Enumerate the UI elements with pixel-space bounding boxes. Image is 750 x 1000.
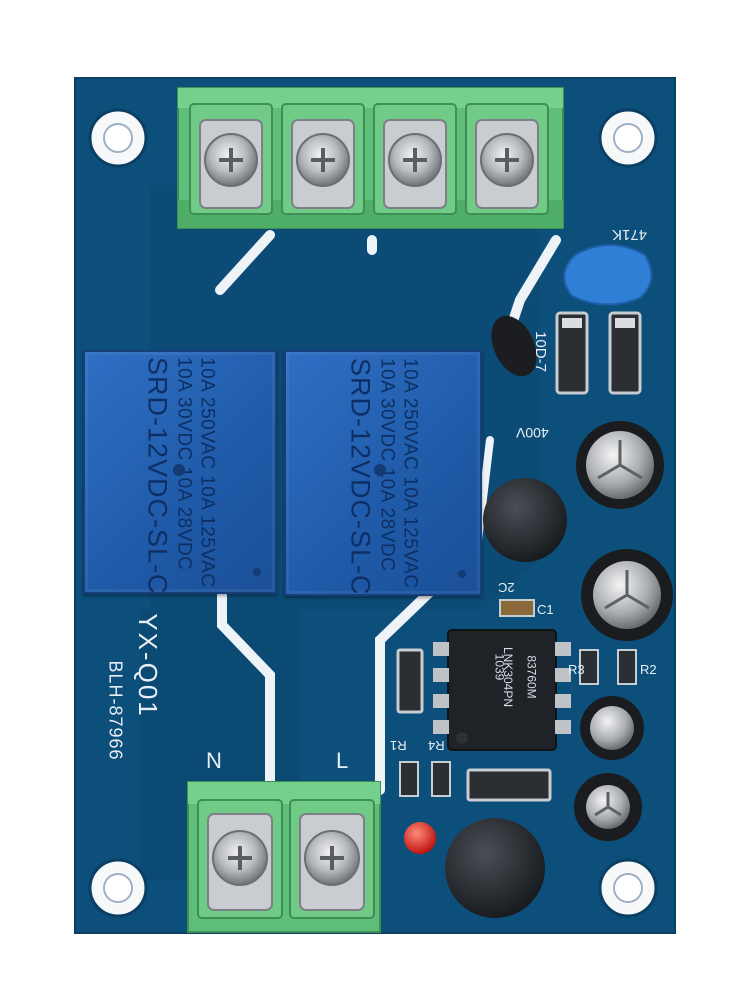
capacitor-small-2 — [574, 773, 642, 841]
inductor-1 — [483, 478, 567, 562]
relay-2-dot-small — [458, 570, 466, 578]
inductor-2 — [445, 818, 545, 918]
relay-2-rating-ac: 10A 250VAC 10A 125VAC — [399, 358, 421, 589]
relay-1-model: SRD-12VDC-SL-C — [142, 357, 173, 595]
terminal-block-bottom — [187, 781, 381, 933]
diode-label: 10D-7 — [531, 331, 549, 372]
r3-label: R3 — [568, 662, 585, 677]
r1-label: R1 — [390, 738, 407, 753]
mounting-hole-bottom-left — [88, 858, 148, 918]
ic-marking-3: 83760M — [524, 655, 539, 699]
smd-diode-left — [396, 648, 424, 714]
relay-2-model: SRD-12VDC-SL-C — [345, 358, 376, 596]
mounting-hole-top-left — [88, 108, 148, 168]
terminal-slot-l — [289, 799, 375, 919]
capacitor-large-1 — [576, 421, 664, 509]
thermistor — [491, 315, 537, 377]
relay-2-dot — [374, 464, 386, 476]
capacitor-small-1 — [580, 696, 644, 760]
relay-1-dot-small — [253, 568, 261, 576]
c2-label: 2C — [498, 580, 515, 595]
relay-1-rating-ac: 10A 250VAC 10A 125VAC — [196, 357, 218, 588]
terminal-block-top — [177, 87, 564, 229]
smd-resistor-r2 — [617, 649, 637, 685]
mounting-hole-bottom-right — [598, 858, 658, 918]
smd-capacitor-c1 — [499, 599, 535, 617]
isolation-slot-left — [215, 230, 275, 295]
terminal-slot-1 — [189, 103, 273, 215]
terminal-l-label: L — [336, 748, 349, 773]
terminal-slot-n — [197, 799, 283, 919]
smd-resistor-r4 — [431, 761, 451, 797]
terminal-n-label: N — [206, 748, 222, 773]
board-serial-label: BLH-87966 — [105, 660, 126, 761]
c1-label: C1 — [537, 602, 554, 617]
terminal-slot-2 — [281, 103, 365, 215]
smd-diode-bottom — [466, 768, 552, 802]
smd-resistor-r1 — [399, 761, 419, 797]
isolation-slot-n — [217, 590, 275, 795]
terminal-slot-4 — [465, 103, 549, 215]
smd-resistor-r3 — [579, 649, 599, 685]
r2-label: R2 — [640, 662, 657, 677]
relay-1: 10A 250VAC 10A 125VAC 10A 30VDC 10A 28VD… — [83, 350, 277, 595]
relay-2: 10A 250VAC 10A 125VAC 10A 30VDC 10A 28VD… — [284, 350, 482, 596]
board-model-label: YX-Q01 — [132, 613, 163, 718]
varistor — [563, 244, 653, 306]
ic-chip — [433, 629, 571, 751]
isolation-slot-l — [375, 587, 435, 795]
mounting-hole-top-right — [598, 108, 658, 168]
capacitor-large-2 — [581, 549, 673, 641]
terminal-slot-3 — [373, 103, 457, 215]
cap-voltage-label: 400V — [516, 425, 549, 441]
relay-1-dot — [173, 464, 185, 476]
varistor-label: 471K — [612, 226, 648, 243]
led-indicator — [404, 822, 436, 854]
ic-marking-2: LNK304PN — [501, 646, 516, 708]
diode-1 — [555, 311, 589, 395]
r4-label: R4 — [428, 738, 445, 753]
diode-2 — [608, 311, 642, 395]
